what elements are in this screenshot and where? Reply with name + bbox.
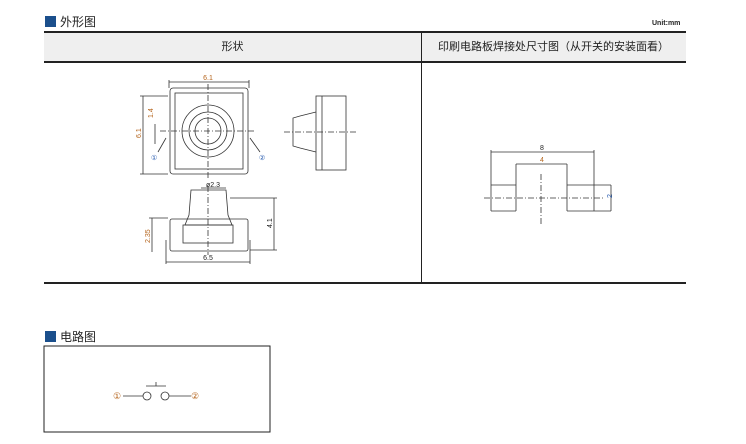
circuit-diagram <box>43 345 271 433</box>
circuit-terminal-1: ① <box>113 391 121 401</box>
dim-top-width: 6.1 <box>203 75 213 82</box>
circuit-terminal-2: ② <box>191 391 199 401</box>
table-bottom-border <box>44 282 686 284</box>
outline-title-text: 外形图 <box>60 15 97 29</box>
header-pcb: 印刷电路板焊接处尺寸图（从开关的安装面看） <box>438 40 669 53</box>
unit-label: Unit:mm <box>652 20 681 27</box>
section-marker-icon <box>45 331 56 342</box>
column-divider <box>421 31 422 284</box>
bottom-view <box>149 186 277 264</box>
dim-height: 4.1 <box>267 218 274 228</box>
front-view <box>140 80 261 180</box>
pcb-dim-pad: 2 <box>607 194 614 198</box>
circuit-section-title: 电路图 <box>45 328 96 345</box>
dim-pitch: 1.4 <box>148 108 155 118</box>
dim-left-height: 6.1 <box>136 128 143 138</box>
terminal-2-label: ② <box>259 154 265 162</box>
table-header: 形状 印刷电路板焊接处尺寸图（从开关的安装面看） <box>44 31 686 63</box>
outline-section-title: 外形图 <box>45 13 96 30</box>
circuit-title-text: 电路图 <box>60 330 97 344</box>
header-shape: 形状 <box>221 40 244 53</box>
terminal-1-label: ① <box>151 154 157 162</box>
dim-bottom-width: 6.5 <box>203 255 213 262</box>
side-view <box>284 95 356 171</box>
dim-body-height: 2.35 <box>145 229 152 243</box>
pcb-dim-outer: 8 <box>540 145 544 152</box>
pcb-footprint <box>484 150 612 224</box>
dim-stem-dia: ø2.3 <box>206 182 220 189</box>
section-marker-icon <box>45 16 56 27</box>
pcb-dim-inner: 4 <box>540 157 544 164</box>
